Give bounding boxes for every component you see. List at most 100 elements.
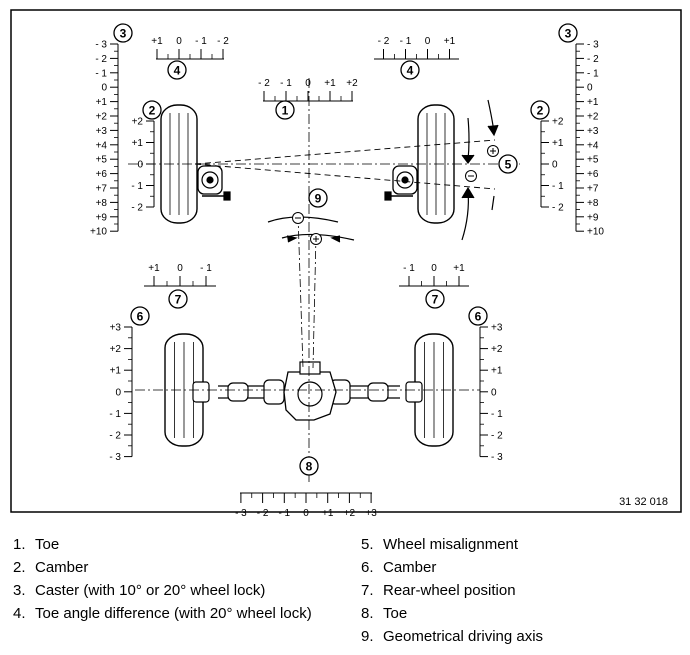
scale-tick-label: +2 [96, 112, 108, 123]
scale-tick-label: - 2 [258, 78, 270, 89]
callout-9: 9 [308, 188, 328, 208]
scale-tick-label: 0 [177, 263, 183, 274]
scale-tick-label: +2 [132, 117, 144, 128]
scale-tick-label: - 2 [131, 203, 143, 214]
scale-tick-label: +3 [365, 508, 377, 519]
scale-tick-label: +10 [587, 227, 604, 238]
scale-tick-label: - 1 [280, 78, 292, 89]
scale-tick-label: +8 [96, 198, 108, 209]
scale-tick-label: +4 [587, 140, 599, 151]
scale-tick-label: 0 [115, 387, 121, 398]
scale-tick-label: +1 [453, 263, 465, 274]
legend-item: 2.Camber [13, 559, 88, 577]
scale-tick-label: +9 [96, 212, 108, 223]
scale-tick-label: +2 [552, 117, 564, 128]
scale-tick-label: +1 [110, 366, 122, 377]
scale-tick-label: - 2 [378, 36, 390, 47]
legend-item: 6.Camber [361, 559, 436, 577]
scale-tick-label: - 3 [235, 508, 247, 519]
legend-text: Caster (with 10° or 20° wheel lock) [35, 582, 266, 599]
scale-tick-label: 0 [431, 263, 437, 274]
scale-tick-label: - 1 [131, 181, 143, 192]
scale-tick-label: - 1 [195, 36, 207, 47]
centerlines [128, 78, 520, 482]
scale-tick-label: 0 [137, 160, 143, 171]
svg-text:8: 8 [306, 460, 313, 474]
callout-6: 6 [468, 306, 488, 326]
svg-text:2: 2 [537, 104, 544, 118]
svg-text:4: 4 [407, 64, 414, 78]
svg-text:3: 3 [120, 27, 127, 41]
scale-tick-label: - 2 [95, 54, 107, 65]
legend-text: Toe angle difference (with 20° wheel loc… [35, 605, 312, 622]
legend-item: 8. Toe [361, 605, 407, 623]
legend-number: 7. [361, 582, 374, 599]
scale-tick-label: - 1 [491, 409, 503, 420]
legend-text: Toe [35, 536, 60, 553]
legend-text: Toe [383, 605, 408, 622]
scale-tick-label: +6 [96, 169, 108, 180]
legend-number: 4. [13, 605, 26, 622]
scale-tick-label: +1 [148, 263, 160, 274]
front-left-hub [197, 165, 231, 201]
callout-4: 4 [167, 60, 187, 80]
scale-tick-label: +7 [587, 184, 599, 195]
scale-tick-label: 0 [303, 508, 309, 519]
legend-item: 4. Toe angle difference (with 20° wheel l… [13, 605, 312, 623]
figure-code: 31 32 018 [619, 496, 668, 508]
scale-tick-label: - 1 [200, 263, 212, 274]
scale-tick-label: - 1 [278, 508, 290, 519]
legend-number: 2. [13, 559, 26, 576]
callout-5: 5 [498, 154, 518, 174]
svg-text:6: 6 [475, 310, 482, 324]
rear-axle-assembly [192, 361, 423, 421]
legend-text: Wheel misalignment [383, 536, 519, 553]
callout-3: 3 [558, 23, 578, 43]
scale-tick-label: - 3 [491, 452, 503, 463]
scale-tick-label: +2 [587, 112, 599, 123]
svg-text:2: 2 [149, 104, 156, 118]
legend-number: 3. [13, 582, 26, 599]
scale-tick-label: +8 [587, 198, 599, 209]
scale-tick-label: +1 [324, 78, 336, 89]
scale-tick-label: +1 [96, 97, 108, 108]
scale-tick-label: 0 [587, 83, 593, 94]
scale-tick-label: +9 [587, 212, 599, 223]
scale-tick-label: +2 [110, 344, 122, 355]
svg-text:7: 7 [432, 293, 439, 307]
legend-text: Rear-wheel position [383, 582, 516, 599]
scale-tick-label: +5 [96, 155, 108, 166]
scale-tick-label: - 2 [587, 54, 599, 65]
svg-text:3: 3 [565, 27, 572, 41]
callout-7: 7 [168, 289, 188, 309]
caster-scale-right: - 3- 2- 10+1+2+3+4+5+6+7+8+9+10 [575, 40, 604, 238]
svg-text:6: 6 [137, 310, 144, 324]
scale-tick-label: - 3 [95, 40, 107, 51]
scale-tick-label: 0 [101, 83, 107, 94]
legend-number: 6. [361, 559, 374, 576]
front-right-hub [384, 165, 418, 201]
scale-tick-label: 0 [425, 36, 431, 47]
camber-scale-rear-left: +3+2+10- 1- 2- 3 [109, 323, 133, 463]
legend-number: 5. [361, 536, 374, 553]
scale-tick-label: +2 [491, 344, 503, 355]
callout-2: 2 [530, 100, 550, 120]
scale-tick-label: +4 [96, 140, 108, 151]
scale-tick-label: - 1 [403, 263, 415, 274]
callout-3: 3 [113, 23, 133, 43]
rear-pos-scale-left: +1 0 - 1 [144, 263, 216, 287]
svg-text:5: 5 [505, 158, 512, 172]
scale-tick-label: +1 [587, 97, 599, 108]
scale-tick-label: +1 [322, 508, 334, 519]
wheel-alignment-diagram: - 3- 2- 10+1+2+3+4+5+6+7+8+9+10- 3- 2- 1… [10, 9, 682, 519]
svg-text:7: 7 [175, 293, 182, 307]
scale-tick-label: +3 [96, 126, 108, 137]
legend-item: 9.Geometrical driving axis [361, 628, 543, 646]
legend-number: 1. [13, 536, 26, 553]
legend-number: 8. [361, 605, 374, 622]
scale-tick-label: +6 [587, 169, 599, 180]
scale-tick-label: 0 [305, 78, 311, 89]
